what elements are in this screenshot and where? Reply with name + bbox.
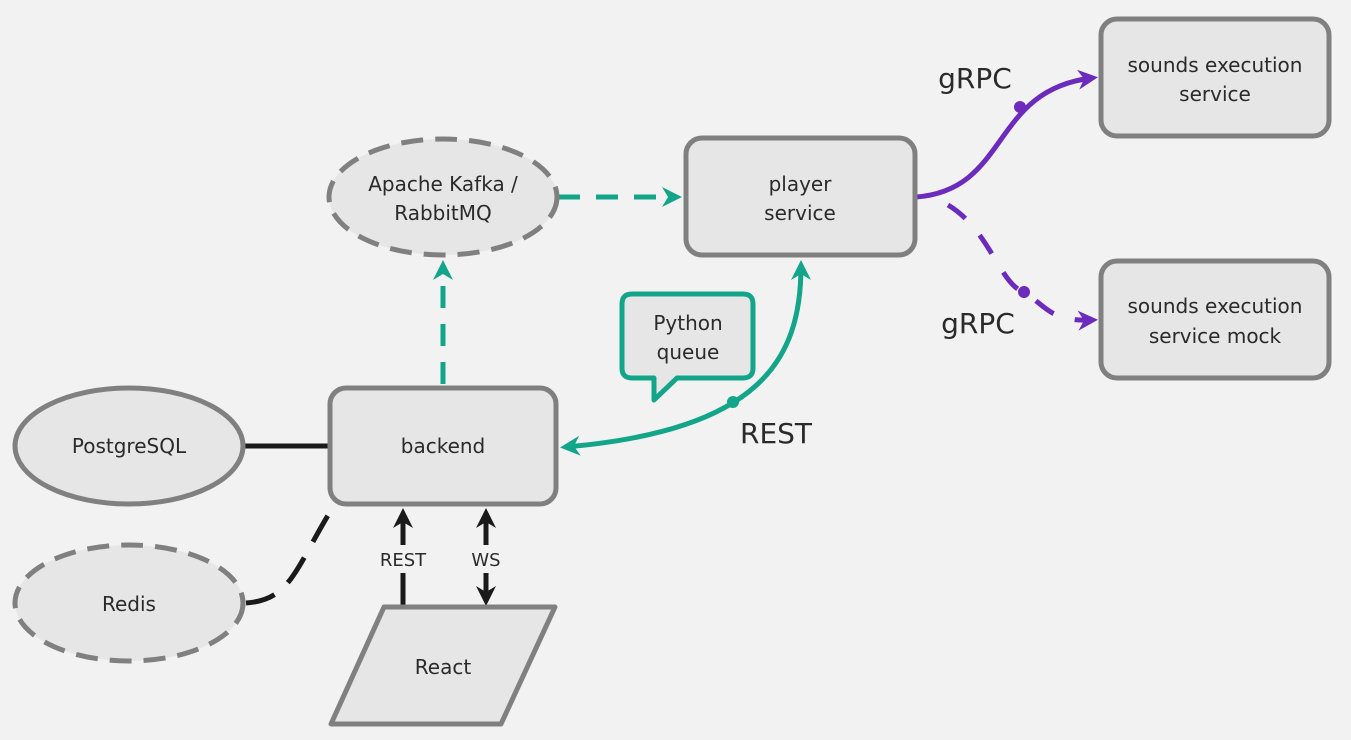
python-queue-line2: queue	[657, 340, 720, 364]
edge-redis-backend	[245, 510, 333, 606]
python-queue-line1: Python	[653, 311, 722, 335]
edge-grpc-bottom-waypoint	[1018, 286, 1030, 298]
python-queue-callout: Python queue	[619, 291, 756, 403]
player-label-line2: service	[764, 201, 836, 225]
grpc-top-label: gRPC	[938, 62, 1012, 95]
sounds-mock-label-line2: service mock	[1149, 324, 1282, 348]
sounds-label-line2: service	[1179, 82, 1251, 106]
redis-label: Redis	[102, 592, 156, 616]
rest-player-label: REST	[740, 417, 813, 450]
backend-node: backend	[327, 385, 559, 507]
sounds-mock-node: sounds execution service mock	[1098, 258, 1332, 381]
postgres-node: PostgreSQL	[12, 385, 246, 507]
kafka-node: Apache Kafka / RabbitMQ	[326, 136, 560, 258]
edge-player-to-sounds	[915, 69, 1098, 200]
kafka-label-line2: RabbitMQ	[394, 201, 492, 225]
react-label: React	[415, 655, 472, 679]
postgres-label: PostgreSQL	[72, 434, 187, 458]
sounds-service-node: sounds execution service	[1098, 16, 1332, 139]
player-label-line1: player	[769, 172, 833, 196]
ws-react-label: WS	[471, 550, 500, 571]
edge-rest-waypoint	[727, 396, 739, 408]
kafka-label-line1: Apache Kafka /	[368, 172, 518, 196]
edge-grpc-top-waypoint	[1014, 101, 1026, 113]
player-service-node: player service	[683, 135, 918, 258]
ws-label-bg	[466, 545, 506, 573]
sounds-label-line1: sounds execution	[1128, 53, 1303, 77]
rest-react-label: REST	[380, 550, 427, 571]
sounds-mock-label-line1: sounds execution	[1128, 294, 1303, 318]
react-node: React	[328, 604, 558, 727]
rest-label-bg	[378, 545, 428, 573]
edge-player-to-sounds-mock	[946, 202, 1098, 331]
backend-label: backend	[401, 434, 486, 458]
redis-node: Redis	[12, 542, 246, 664]
edge-player-backend-rest	[560, 260, 811, 456]
grpc-bottom-label: gRPC	[941, 307, 1015, 340]
